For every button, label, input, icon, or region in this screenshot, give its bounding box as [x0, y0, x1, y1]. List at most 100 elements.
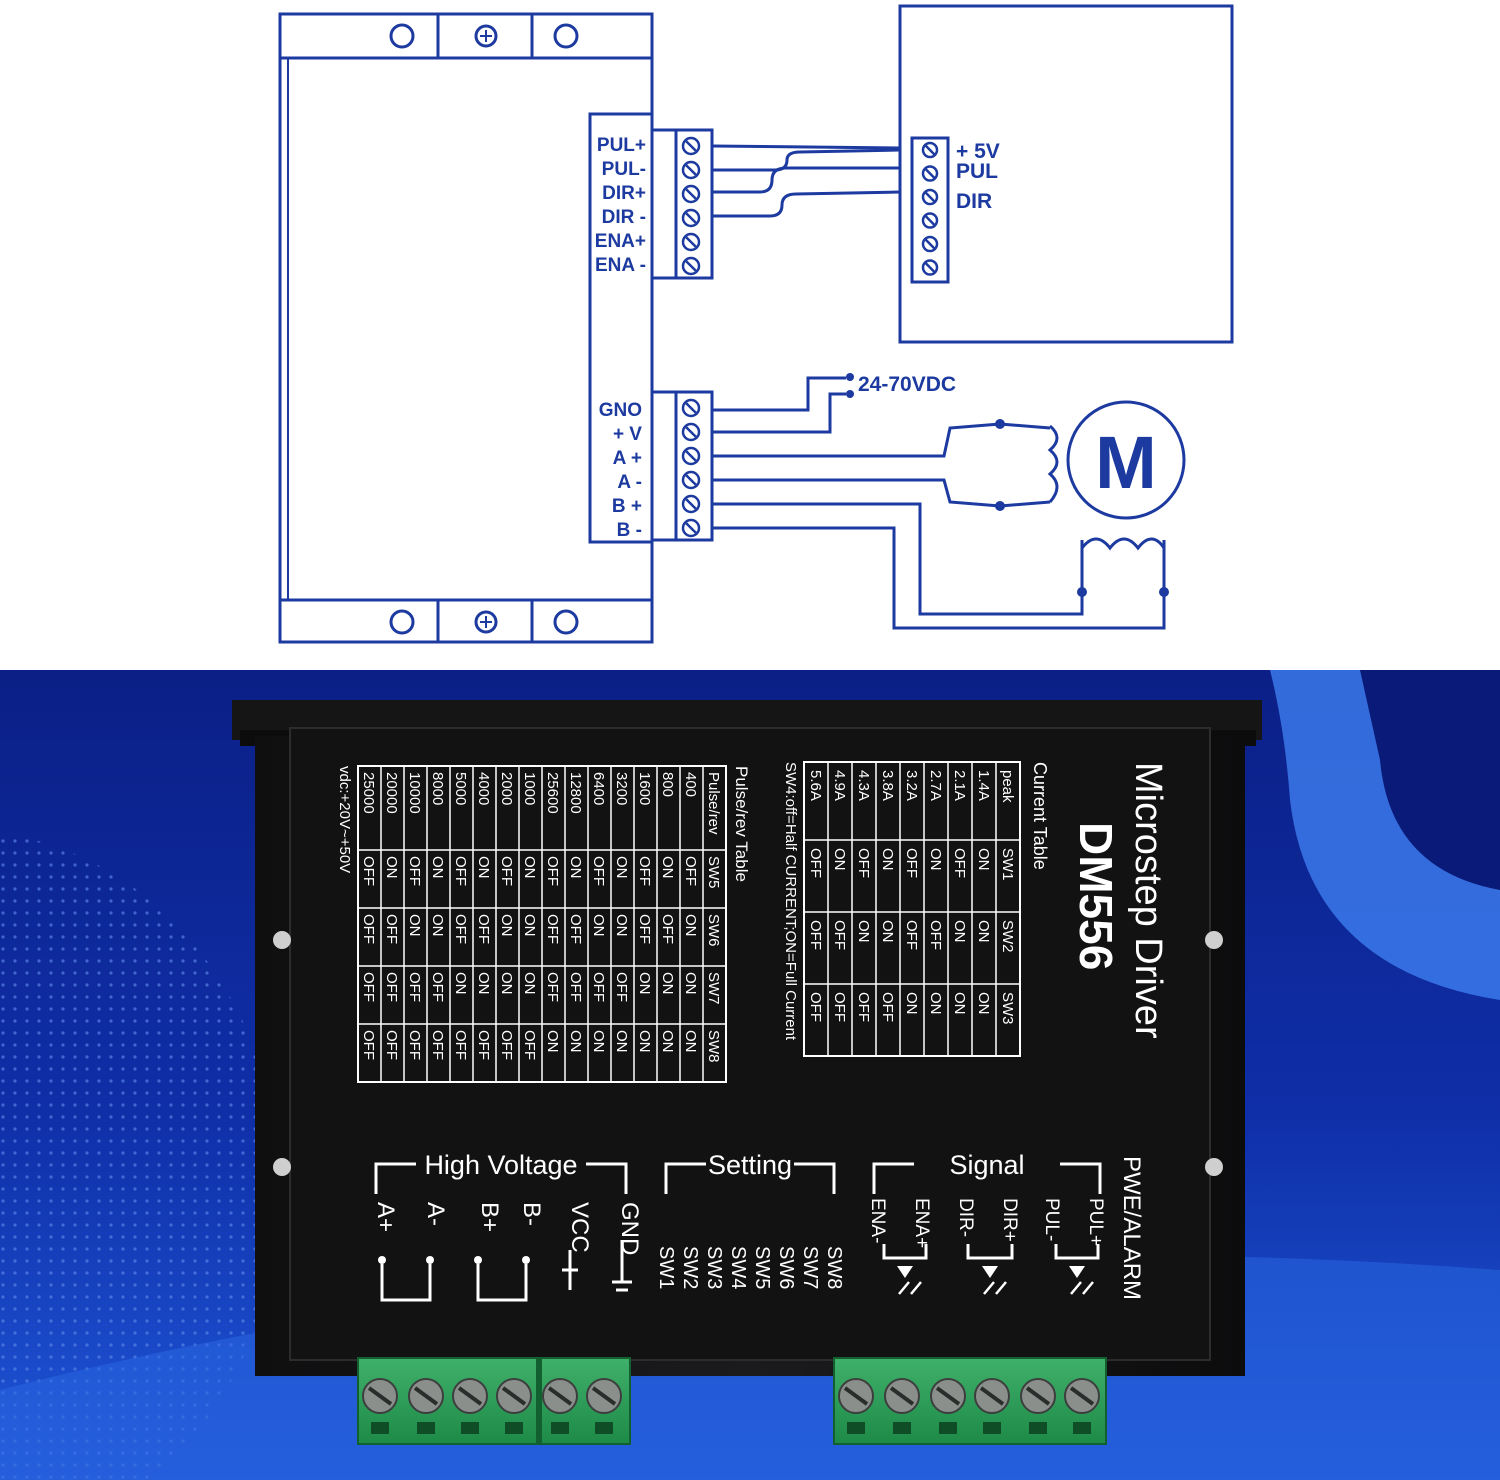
- terminal-screw-icon: [681, 422, 701, 442]
- pulse-table-cell: OFF: [567, 972, 584, 1002]
- controller-pin-label: PUL: [956, 160, 998, 183]
- signal-pin-label: ENA -: [595, 255, 646, 276]
- pulse-table-title: Pulse/rev Table: [732, 766, 751, 882]
- hv-terminal-connector: [357, 1357, 631, 1445]
- setting-switch-label: SW6: [775, 1246, 797, 1289]
- current-table-cell: OFF: [855, 992, 872, 1022]
- pulse-table-cell: OFF: [544, 914, 561, 944]
- pulse-table-header: SW8: [705, 1030, 722, 1063]
- pulse-table-cell: 25000: [360, 772, 377, 814]
- motor-icon: [1066, 400, 1186, 520]
- pulse-table-cell: OFF: [475, 914, 492, 944]
- current-table-cell: ON: [879, 920, 896, 943]
- current-table-cell: ON: [927, 848, 944, 871]
- pulse-table-cell: OFF: [613, 972, 630, 1002]
- driver-outline: [278, 12, 654, 644]
- hv-pin-label: B+: [476, 1202, 503, 1232]
- current-table-cell: 3.2A: [903, 770, 920, 801]
- terminal-screw-icon: [921, 141, 939, 159]
- signal-pin-label: ENA+: [911, 1198, 932, 1248]
- pulse-table-cell: OFF: [682, 856, 699, 886]
- power-pin-label: GNO: [599, 400, 642, 421]
- screw-icon: [474, 610, 498, 634]
- power-terminal-block: [650, 390, 714, 542]
- pulse-table-cell: ON: [475, 972, 492, 995]
- current-table-cell: 4.9A: [831, 770, 848, 801]
- pulse-table-cell: 12800: [567, 772, 584, 814]
- pulse-table-cell: ON: [567, 1030, 584, 1053]
- terminal-screw-icon: [681, 184, 701, 204]
- pulse-table-cell: OFF: [429, 1030, 446, 1060]
- pulse-table-cell: ON: [636, 1030, 653, 1053]
- signal-pin-label: DIR -: [602, 207, 646, 228]
- section-label: High Voltage: [424, 1150, 577, 1180]
- pulse-table-cell: 400: [682, 772, 699, 797]
- controller-pin-label: + 5V: [956, 140, 1000, 163]
- current-table-cell: OFF: [855, 848, 872, 878]
- setting-switch-label: SW8: [823, 1246, 845, 1289]
- signal-pin-label: ENA-: [867, 1198, 888, 1243]
- current-table-cell: OFF: [927, 920, 944, 950]
- terminal-screw-icon: [681, 446, 701, 466]
- signal-pin-label: PUL-: [1041, 1198, 1062, 1241]
- supply-label: 24-70VDC: [858, 373, 956, 396]
- pulse-table-cell: ON: [521, 914, 538, 937]
- pwe-alarm-label: PWE/ALARM: [1118, 1156, 1145, 1300]
- controller-pin-label: DIR: [956, 190, 992, 213]
- current-table-cell: ON: [951, 920, 968, 943]
- current-table-cell: 2.7A: [927, 770, 944, 801]
- terminal-screw-icons: [681, 136, 939, 538]
- section-label: Setting: [708, 1150, 792, 1180]
- pulse-table-cell: 3200: [613, 772, 630, 805]
- pulse-table-header: SW7: [705, 972, 722, 1005]
- pulse-table-cell: 2000: [498, 772, 515, 805]
- setting-switch-label: SW1: [655, 1246, 677, 1289]
- terminal-screw-icon: [681, 470, 701, 490]
- current-table-note: SW4:off=Half CURRENT;ON=Full Current: [782, 762, 799, 1041]
- terminal-screw-icon: [681, 160, 701, 180]
- dot-pattern: [0, 832, 280, 1480]
- pulse-table-cell: OFF: [383, 914, 400, 944]
- pulse-table-cell: OFF: [521, 1030, 538, 1060]
- current-table-cell: OFF: [831, 920, 848, 950]
- current-table-header: peak: [999, 770, 1016, 803]
- current-table-header: SW2: [999, 920, 1016, 953]
- pulse-table-cell: ON: [521, 972, 538, 995]
- signal-pin-label: PUL-: [602, 159, 646, 180]
- pulse-table-header: Pulse/rev: [705, 772, 722, 835]
- current-table-cell: OFF: [807, 992, 824, 1022]
- pulse-table-cell: ON: [406, 914, 423, 937]
- current-table-cell: ON: [831, 848, 848, 871]
- signal-pin-label: DIR+: [999, 1198, 1020, 1242]
- pulse-table-cell: OFF: [360, 856, 377, 886]
- terminal-screw-icon: [681, 136, 701, 156]
- pulse-table-cell: OFF: [498, 1030, 515, 1060]
- pulse-table-header: SW5: [705, 856, 722, 889]
- pulse-table-cell: ON: [429, 914, 446, 937]
- pulse-table-header: SW6: [705, 914, 722, 947]
- led-icon: [966, 1244, 1014, 1260]
- pulse-table-cell: OFF: [406, 856, 423, 886]
- pulse-table-cell: ON: [567, 856, 584, 879]
- signal-pin-label: PUL+: [597, 135, 646, 156]
- current-table-title: Current Table: [1030, 762, 1050, 870]
- current-table-cell: ON: [975, 992, 992, 1015]
- current-table-cell: ON: [903, 992, 920, 1015]
- pulse-table-cell: OFF: [659, 914, 676, 944]
- pulse-table-cell: OFF: [452, 914, 469, 944]
- driver-title: Microstep Driver: [1127, 762, 1169, 1039]
- current-table-cell: ON: [855, 920, 872, 943]
- coil-b-icon: [1080, 537, 1166, 551]
- pulse-table-cell: ON: [682, 972, 699, 995]
- power-pin-label: + V: [613, 424, 642, 445]
- signal-terminal-block: [650, 128, 714, 280]
- pulse-table-cell: ON: [659, 856, 676, 879]
- signal-pin-label: PUL+: [1085, 1198, 1106, 1246]
- pulse-table-cell: OFF: [636, 914, 653, 944]
- hv-pin-label: A-: [422, 1202, 449, 1226]
- pulse-table-cell: OFF: [590, 972, 607, 1002]
- pulse-table-cell: OFF: [360, 1030, 377, 1060]
- power-pin-label: B -: [617, 520, 642, 541]
- terminal-screw-icon: [921, 235, 939, 253]
